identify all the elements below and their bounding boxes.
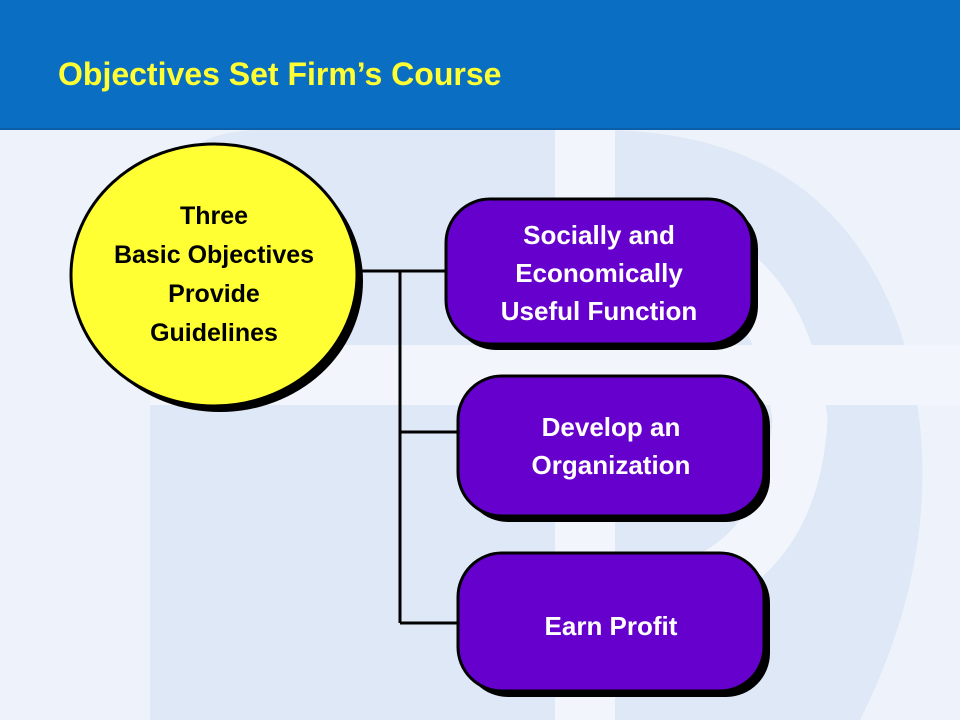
central-label-line-3: Provide — [168, 280, 260, 308]
objective-2-label: Develop an Organization — [458, 376, 764, 516]
objective-node-2 — [456, 374, 770, 522]
objective-1-label: Socially and Economically Useful Functio… — [446, 196, 752, 350]
central-label-line-2: Basic Objectives — [113, 241, 315, 269]
central-label-line-4: Guidelines — [150, 319, 278, 347]
objective-node-3-box — [456, 551, 766, 693]
connector-lines — [355, 269, 458, 625]
objective-node-1-box — [444, 197, 754, 346]
objective-1-line-1: Socially and — [523, 220, 675, 250]
slide-title: Objectives Set Firm’s Course — [58, 56, 502, 92]
objective-2-line-2: Organization — [531, 450, 691, 480]
central-label-line-1: Three — [179, 202, 249, 230]
objective-3-label: Earn Profit — [458, 553, 764, 699]
header-band: Objectives Set Firm’s Course — [0, 0, 960, 130]
objective-node-2-box — [456, 374, 766, 518]
central-node-label: Three Basic Objectives Provide Guideline… — [71, 144, 357, 406]
central-node-circle — [69, 142, 359, 408]
objective-2-line-1: Develop an — [541, 412, 681, 442]
objective-1-line-3: Useful Function — [500, 296, 698, 326]
objective-node-1 — [444, 197, 758, 350]
objective-1-line-2: Economically — [515, 258, 683, 288]
objective-node-3 — [456, 551, 770, 697]
central-node — [69, 142, 363, 412]
objective-3-line-1: Earn Profit — [544, 611, 678, 641]
